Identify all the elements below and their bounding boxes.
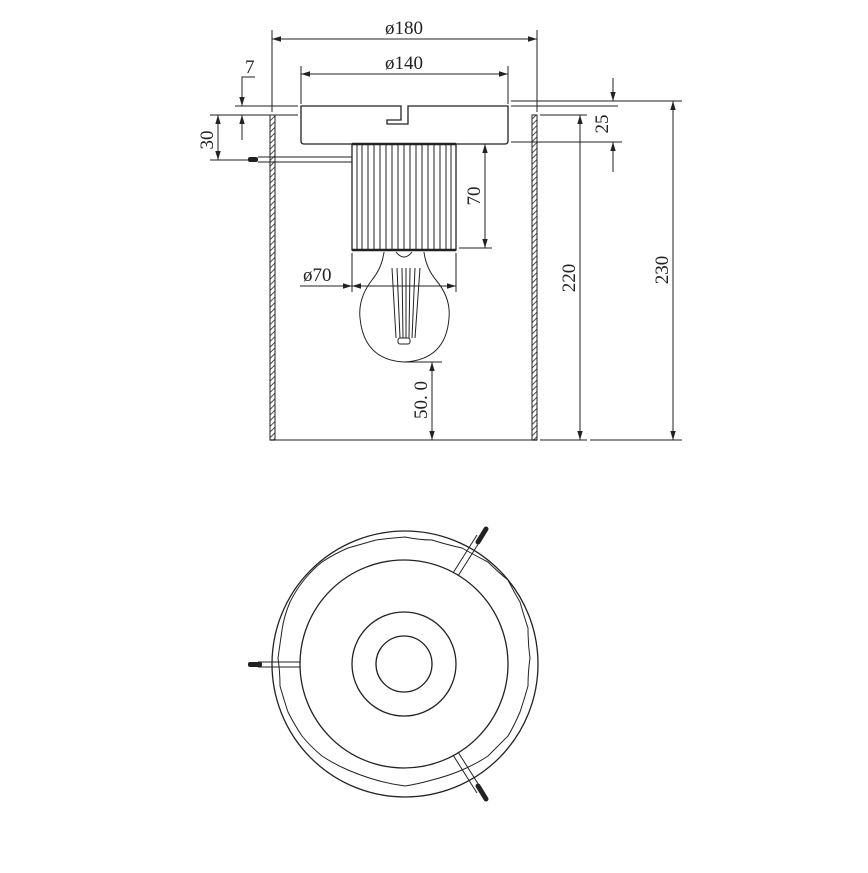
canopy-circle [299, 559, 509, 769]
dimension-bulb-clearance: 50. 0 [275, 361, 532, 441]
dim-label-socket-height: 70 [464, 187, 485, 206]
shade-outer-ring [271, 530, 539, 798]
screw-left [248, 661, 300, 668]
dimension-canopy-diameter: ø140 [300, 53, 509, 104]
dim-label-bulb-diameter: ø70 [303, 265, 332, 286]
socket-outer-circle [351, 611, 457, 717]
dimension-offset-top: 7 [210, 57, 298, 140]
shade-inner-wavy-ring [277, 536, 531, 787]
screw-top-right [452, 526, 489, 577]
dim-label-shade-diameter: ø180 [385, 18, 423, 39]
light-bulb [359, 251, 450, 363]
dimension-total-height: 230 [590, 100, 682, 441]
dim-label-bulb-clearance: 50. 0 [411, 381, 432, 419]
dim-label-canopy-diameter: ø140 [385, 53, 423, 74]
dim-label-total-height: 230 [652, 256, 673, 285]
dim-label-shade-height: 220 [559, 264, 580, 293]
fixing-screw [248, 156, 352, 163]
dimension-socket-height: 70 [459, 143, 492, 249]
socket-inner-circle [375, 635, 433, 693]
dimension-canopy-height: 25 [511, 78, 622, 172]
shade-wall-left [269, 114, 276, 441]
side-view: ø180 ø140 7 30 [197, 18, 682, 441]
dimension-screw-height: 30 [197, 115, 250, 161]
canopy [300, 105, 509, 145]
socket-ribbed [351, 142, 457, 252]
shade-wall-right [531, 114, 538, 441]
dim-label-canopy-height: 25 [592, 115, 613, 134]
screw-bottom-right [452, 751, 489, 802]
dimension-shade-diameter: ø180 [271, 18, 538, 112]
dim-label-offset-top: 7 [245, 57, 255, 78]
dim-label-screw-height: 30 [197, 131, 218, 150]
top-view [248, 526, 539, 802]
dimension-shade-height: 220 [540, 115, 587, 441]
dimension-bulb-diameter: ø70 [300, 253, 457, 292]
